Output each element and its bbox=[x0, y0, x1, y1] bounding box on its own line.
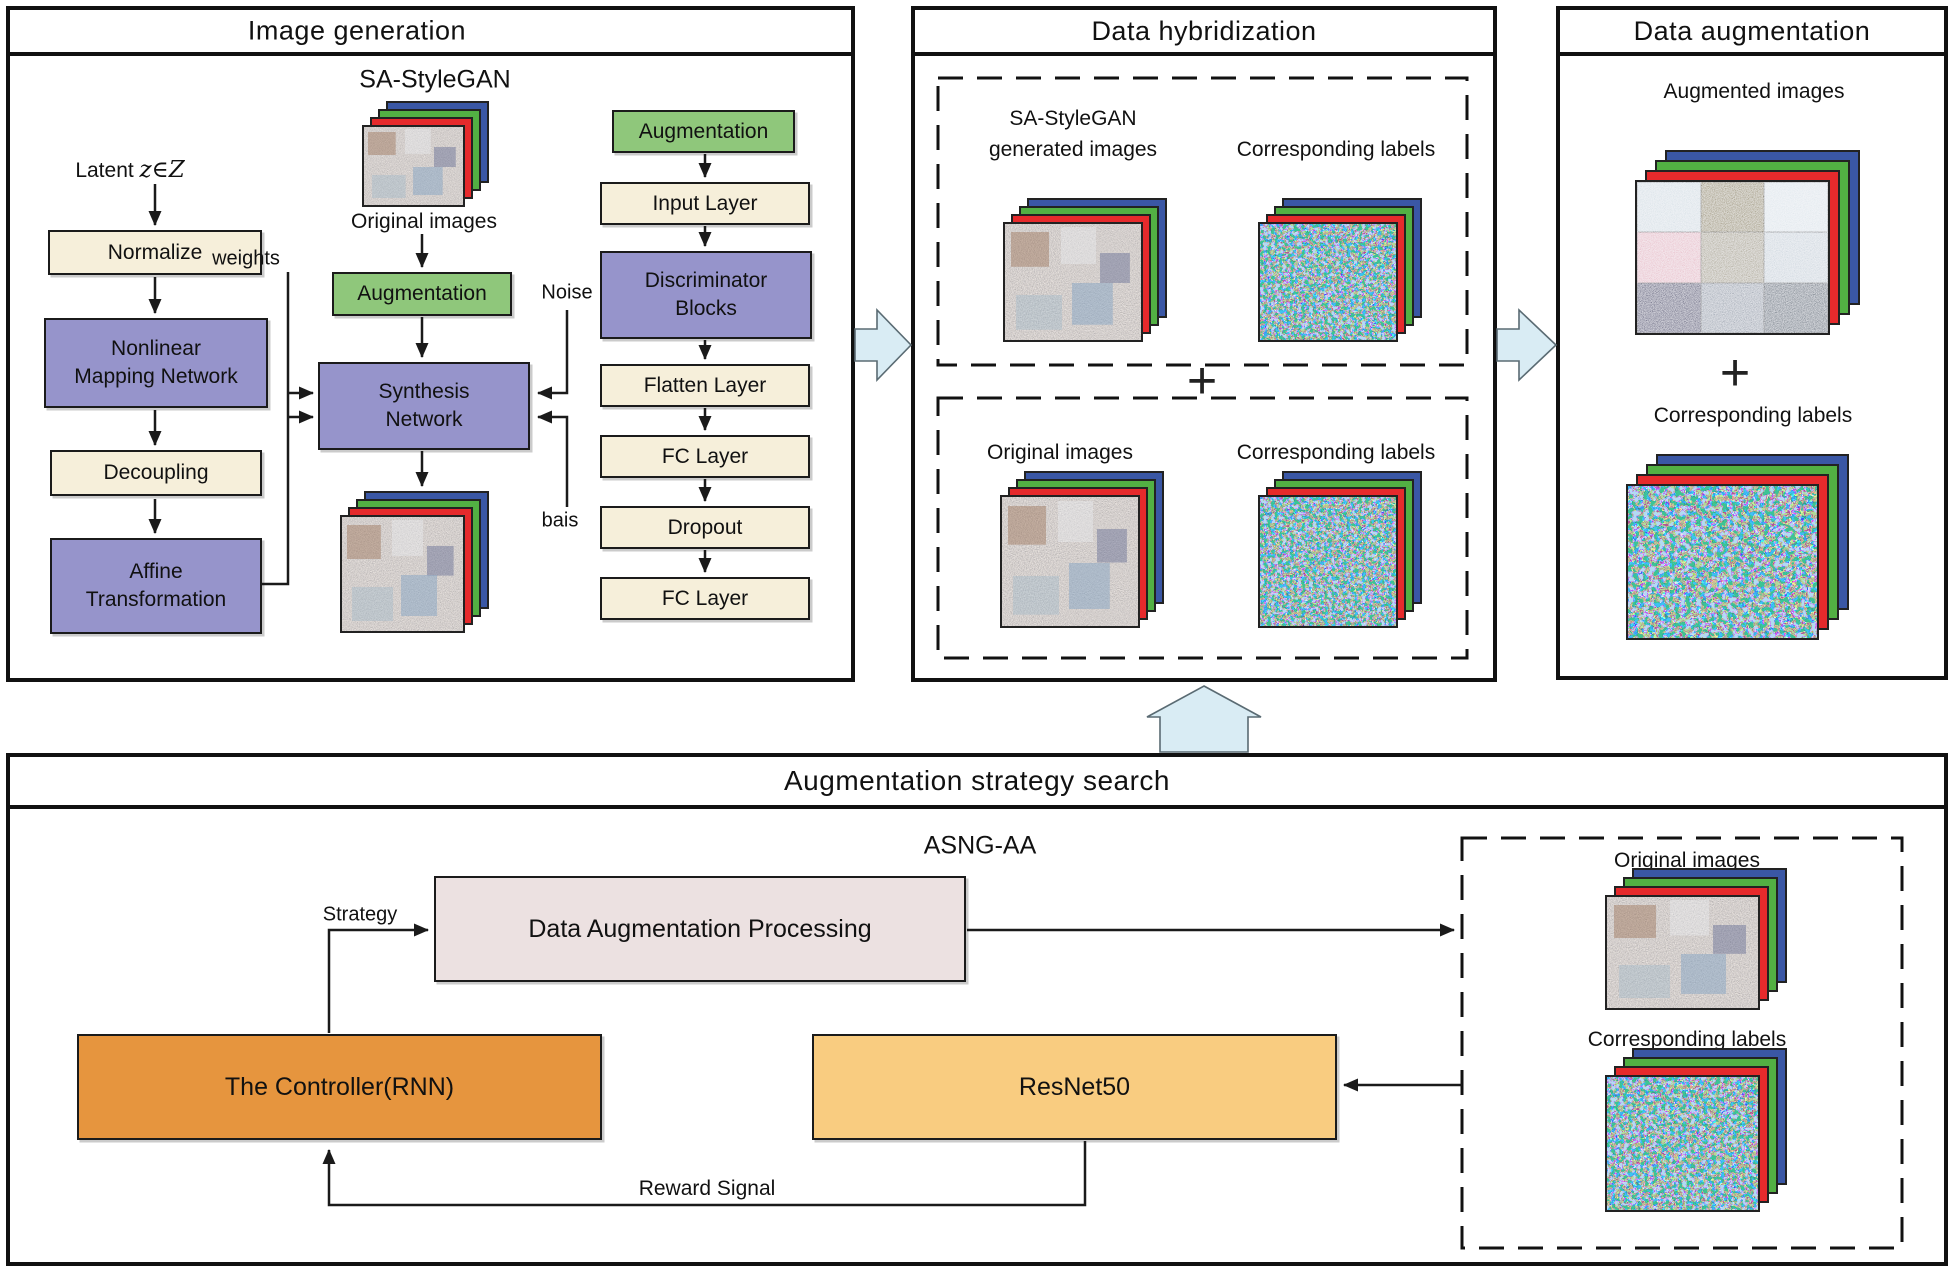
hybridization-plus-sign: + bbox=[1186, 352, 1218, 410]
cube-face-rock bbox=[362, 125, 465, 207]
cube-face-labels bbox=[1626, 484, 1819, 640]
strategy-search-title: Augmentation strategy search bbox=[784, 765, 1170, 796]
big-arrow-hybrid-to-augment bbox=[1496, 308, 1558, 382]
flatten-layer-box: Flatten Layer bbox=[600, 364, 810, 407]
cube-face-labels bbox=[1605, 1075, 1760, 1212]
normalize-box: Normalize bbox=[48, 230, 262, 275]
data-hybridization-title-bar: Data hybridization bbox=[915, 10, 1493, 56]
augmentation-corresponding-labels-label: Corresponding labels bbox=[1653, 404, 1853, 427]
image-generation-title-bar: Image generation bbox=[10, 10, 851, 56]
affine-transformation-box: Affine Transformation bbox=[50, 538, 262, 634]
big-arrow-search-to-hybrid bbox=[1146, 685, 1262, 753]
fc-layer-box-2: FC Layer bbox=[600, 577, 810, 620]
strategy-label: Strategy bbox=[322, 903, 398, 926]
data-augmentation-processing-box: Data Augmentation Processing bbox=[434, 876, 966, 982]
input-layer-box: Input Layer bbox=[600, 182, 810, 225]
cube-face-rock bbox=[1605, 895, 1760, 1010]
reward-signal-label: Reward Signal bbox=[638, 1177, 776, 1200]
cube-face-rock bbox=[1003, 222, 1143, 342]
decoupling-box: Decoupling bbox=[50, 450, 262, 496]
sa-stylegan-subtitle: SA-StyleGAN bbox=[359, 65, 511, 94]
controller-rnn-box: The Controller(RNN) bbox=[77, 1034, 602, 1140]
data-augmentation-title: Data augmentation bbox=[1633, 15, 1871, 46]
big-arrow-imggen-to-hybrid bbox=[854, 308, 913, 382]
bais-label: bais bbox=[541, 509, 579, 532]
sa-stylegan-generated-images-label: SA-StyleGAN generated images bbox=[988, 107, 1158, 161]
image-generation-title: Image generation bbox=[247, 15, 467, 46]
augmentation-plus-sign: + bbox=[1719, 344, 1751, 402]
asng-aa-subtitle: ASNG-AA bbox=[923, 831, 1037, 860]
cube-face-labels bbox=[1258, 495, 1398, 628]
resnet50-box: ResNet50 bbox=[812, 1034, 1337, 1140]
data-augmentation-title-bar: Data augmentation bbox=[1560, 10, 1944, 56]
augmentation-mid-box: Augmentation bbox=[332, 272, 512, 316]
original-images-label: Original images bbox=[351, 210, 497, 233]
hybrid-original-images-label: Original images bbox=[987, 441, 1133, 464]
corresponding-labels-top-label: Corresponding labels bbox=[1236, 138, 1436, 161]
latent-label: Latent z∈Z bbox=[75, 157, 185, 183]
synthesis-network-box: Synthesis Network bbox=[318, 362, 530, 450]
cube-face-augmented-grid bbox=[1635, 180, 1830, 335]
cube-face-labels bbox=[1258, 222, 1398, 342]
discriminator-augmentation-box: Augmentation bbox=[612, 110, 795, 153]
fc-layer-box-1: FC Layer bbox=[600, 435, 810, 478]
noise-label: Noise bbox=[541, 281, 593, 304]
weights-label: weights bbox=[212, 247, 280, 270]
corresponding-labels-bottom-label: Corresponding labels bbox=[1236, 441, 1436, 464]
augmented-images-label: Augmented images bbox=[1663, 80, 1845, 103]
cube-face-rock bbox=[1000, 495, 1140, 628]
latent-math: z∈Z bbox=[139, 157, 185, 183]
data-hybridization-title: Data hybridization bbox=[1091, 15, 1317, 46]
discriminator-blocks-box: Discriminator Blocks bbox=[600, 251, 812, 339]
nonlinear-mapping-network-box: Nonlinear Mapping Network bbox=[44, 318, 268, 408]
strategy-search-title-bar: Augmentation strategy search bbox=[10, 757, 1944, 809]
cube-face-rock bbox=[340, 515, 465, 633]
dropout-box: Dropout bbox=[600, 506, 810, 549]
